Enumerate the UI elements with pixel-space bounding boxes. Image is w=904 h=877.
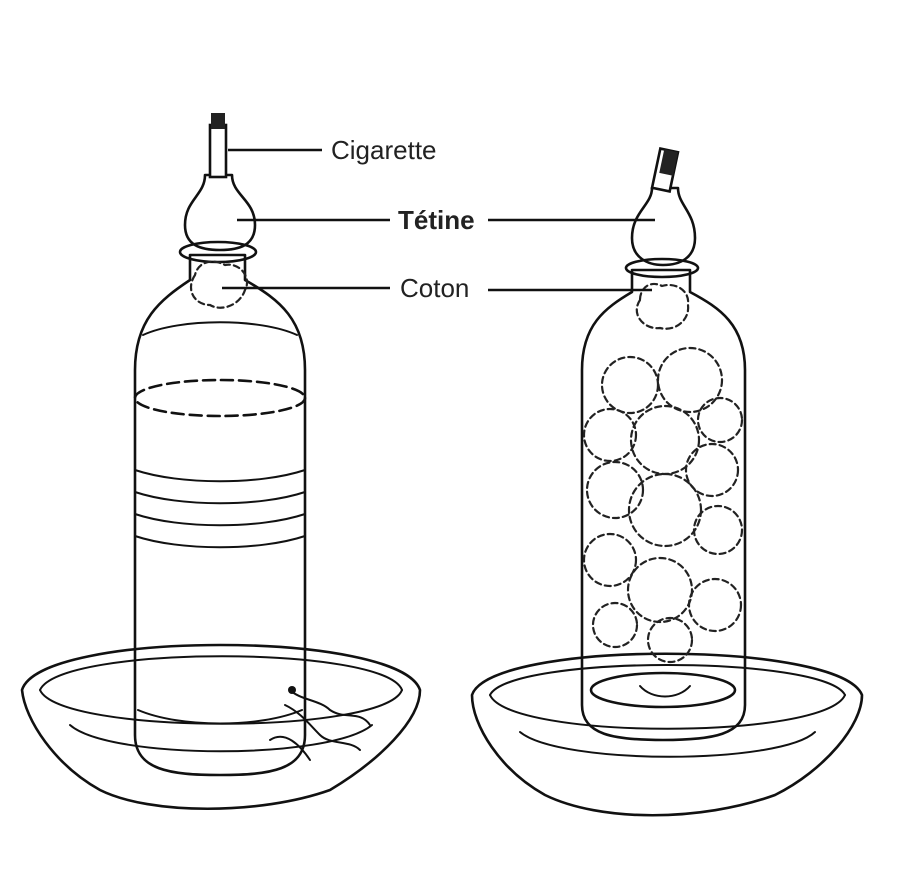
left-cigarette-icon — [210, 113, 226, 177]
label-cigarette-text: Cigarette — [331, 135, 437, 165]
right-bottle — [582, 270, 745, 740]
label-tetine-text: Tétine — [398, 205, 475, 235]
left-teat — [180, 175, 256, 262]
left-water-splash — [270, 690, 370, 760]
left-bottle-hole — [288, 686, 296, 694]
left-water-surface — [135, 380, 305, 416]
label-tetine: Tétine — [237, 205, 655, 235]
label-coton-text: Coton — [400, 273, 469, 303]
left-cotton — [191, 262, 247, 308]
right-setup — [472, 149, 862, 816]
right-teat — [626, 188, 698, 277]
left-setup — [22, 113, 420, 809]
right-cotton-filling — [584, 284, 742, 662]
left-bottle — [135, 255, 305, 775]
right-dish — [472, 654, 862, 816]
label-coton: Coton — [222, 273, 652, 303]
label-cigarette: Cigarette — [228, 135, 437, 165]
right-cigarette-icon — [652, 149, 678, 192]
left-dish — [22, 645, 420, 809]
